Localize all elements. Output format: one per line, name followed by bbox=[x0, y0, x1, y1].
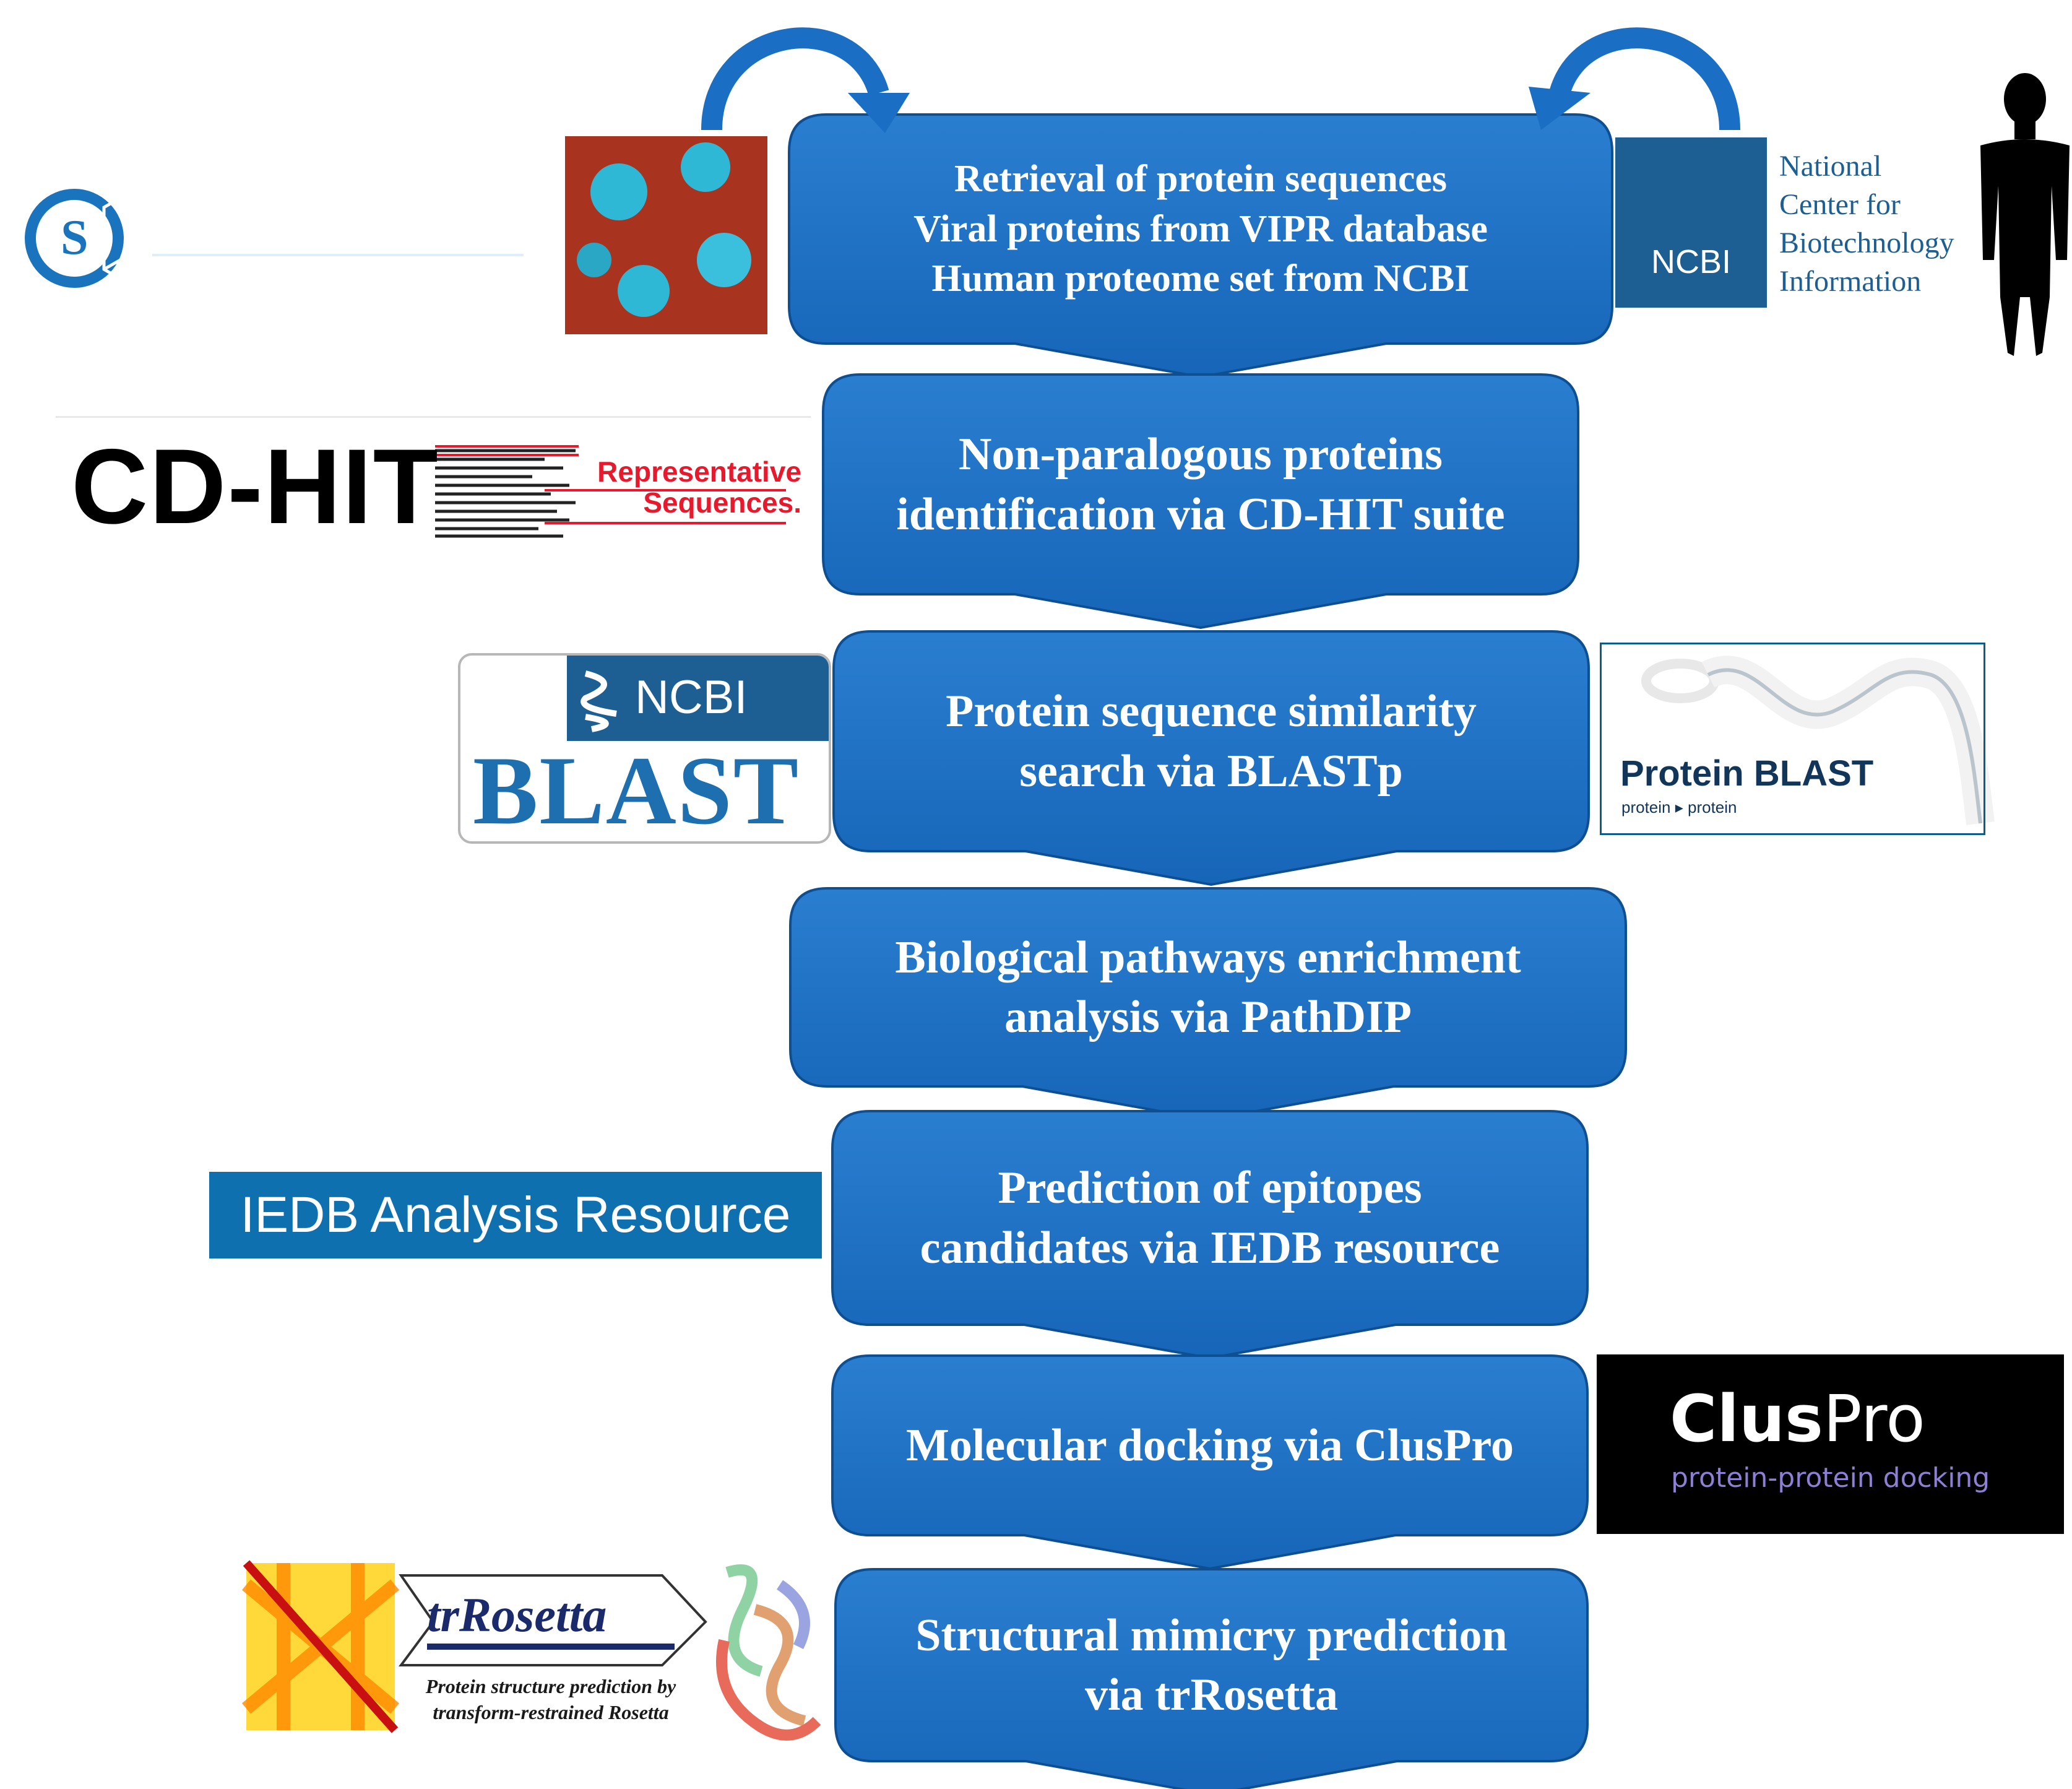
ncbi-name-line: National bbox=[1779, 150, 1882, 183]
protein-blast-logo: Protein BLAST protein ▸ protein bbox=[1600, 643, 1985, 835]
trrosetta-tag-line: Protein structure prediction by bbox=[425, 1675, 676, 1697]
vipr-divider bbox=[152, 254, 524, 256]
svg-text:S: S bbox=[61, 210, 88, 265]
ncbi-blast-logo: NCBI BLAST bbox=[458, 653, 831, 844]
step-box-1 bbox=[788, 113, 1613, 379]
step-box-2 bbox=[822, 373, 1579, 630]
step-line: Biological pathways enrichment bbox=[895, 932, 1521, 983]
step-5-text: Prediction of epitopes candidates via IED… bbox=[832, 1111, 1587, 1325]
cdhit-tagline: Representative Sequences. bbox=[591, 456, 801, 518]
trrosetta-title: trRosetta bbox=[427, 1588, 607, 1642]
helix-icon bbox=[581, 670, 617, 732]
curved-arrow-icon bbox=[701, 27, 889, 131]
blast-word: BLAST bbox=[473, 737, 800, 844]
step-line: identification via CD-HIT suite bbox=[896, 488, 1505, 540]
vipr-logo: ViPR Virus Pathogen Resource bbox=[10, 139, 565, 336]
ncbi-name-line: Information bbox=[1779, 265, 1922, 298]
cdhit-rule bbox=[56, 416, 811, 418]
sequence-stripes-icon bbox=[435, 445, 786, 538]
step-line: Protein sequence similarity bbox=[946, 686, 1477, 737]
trrosetta-tag-line: transform-restrained Rosetta bbox=[433, 1701, 669, 1723]
iedb-logo: IEDB Analysis Resource bbox=[209, 1172, 822, 1258]
step-box-4 bbox=[789, 887, 1627, 1122]
step-line: candidates via IEDB resource bbox=[920, 1222, 1500, 1273]
step-line: search via BLASTp bbox=[1019, 745, 1403, 797]
step-4-text: Biological pathways enrichment analysis v… bbox=[790, 888, 1626, 1086]
step-line: Molecular docking via ClusPro bbox=[906, 1419, 1514, 1471]
blast-ncbi-text: NCBI bbox=[635, 671, 748, 724]
step-boxes bbox=[788, 113, 1627, 1789]
icosahedron-icon bbox=[102, 175, 214, 302]
step-6-text: Molecular docking via ClusPro bbox=[832, 1356, 1587, 1535]
protein-blast-subtitle: protein ▸ protein bbox=[1621, 798, 1737, 817]
contact-map-icon bbox=[241, 1560, 400, 1733]
step-line: via trRosetta bbox=[1085, 1670, 1338, 1720]
ncbi-logo-box: NCBI bbox=[1615, 137, 1767, 308]
cdhit-title: CD-HIT bbox=[71, 427, 439, 546]
step-box-3 bbox=[832, 630, 1590, 886]
arrowhead-right bbox=[1529, 87, 1591, 130]
ncbi-name-line: Biotechnology bbox=[1779, 227, 1954, 259]
step-line: Structural mimicry prediction bbox=[915, 1609, 1508, 1661]
step-box-7 bbox=[834, 1568, 1589, 1789]
ncbi-name-line: Center for bbox=[1779, 188, 1901, 221]
cluspro-name: ClusPro bbox=[1670, 1387, 1925, 1451]
step-2-text: Non-paralogous proteins identification vi… bbox=[823, 375, 1578, 594]
cluspro-name-bold: Clus bbox=[1670, 1381, 1823, 1457]
curved-arrow-icon bbox=[1549, 27, 1740, 131]
ncbi-box-label: NCBI bbox=[1651, 243, 1731, 280]
protein-structure-icon bbox=[716, 1564, 821, 1741]
iedb-title: IEDB Analysis Resource bbox=[240, 1187, 791, 1243]
step-line: Non-paralogous proteins bbox=[959, 429, 1443, 480]
virus-icon bbox=[565, 136, 767, 334]
step-line: Viral proteins from VIPR database bbox=[913, 207, 1488, 250]
cluspro-logo: ClusPro protein-protein docking bbox=[1597, 1354, 2064, 1534]
vipr-title: ViPR bbox=[257, 172, 430, 255]
protein-blast-title: Protein BLAST bbox=[1620, 753, 1874, 794]
step-line: Retrieval of protein sequences bbox=[954, 158, 1448, 201]
trrosetta-tagline: Protein structure prediction by transfor… bbox=[405, 1673, 696, 1725]
ribbon-icon bbox=[1641, 656, 1995, 825]
arrowhead-left bbox=[848, 93, 910, 133]
cluspro-subtitle: protein-protein docking bbox=[1671, 1462, 1990, 1494]
step-line: analysis via PathDIP bbox=[1004, 992, 1412, 1042]
step-box-6 bbox=[831, 1354, 1589, 1570]
cdhit-tag-line: Representative bbox=[597, 456, 801, 488]
blast-ncbi-bar: NCBI bbox=[567, 656, 829, 741]
ncbi-full-name: National Center for Biotechnology Inform… bbox=[1779, 147, 1954, 301]
vipr-subtitle: Virus Pathogen Resource bbox=[152, 261, 519, 297]
trrosetta-banner bbox=[399, 1574, 707, 1666]
cluspro-name-light: Pro bbox=[1823, 1381, 1925, 1457]
cdhit-tag-line: Sequences. bbox=[643, 487, 801, 519]
step-line: Human proteome set from NCBI bbox=[931, 258, 1470, 300]
human-silhouette-icon bbox=[1980, 73, 2070, 356]
step-7-text: Structural mimicry prediction via trRoset… bbox=[835, 1569, 1587, 1761]
step-line: Prediction of epitopes bbox=[998, 1163, 1422, 1214]
step-3-text: Protein sequence similarity search via BL… bbox=[834, 631, 1589, 851]
step-box-5 bbox=[831, 1110, 1589, 1360]
